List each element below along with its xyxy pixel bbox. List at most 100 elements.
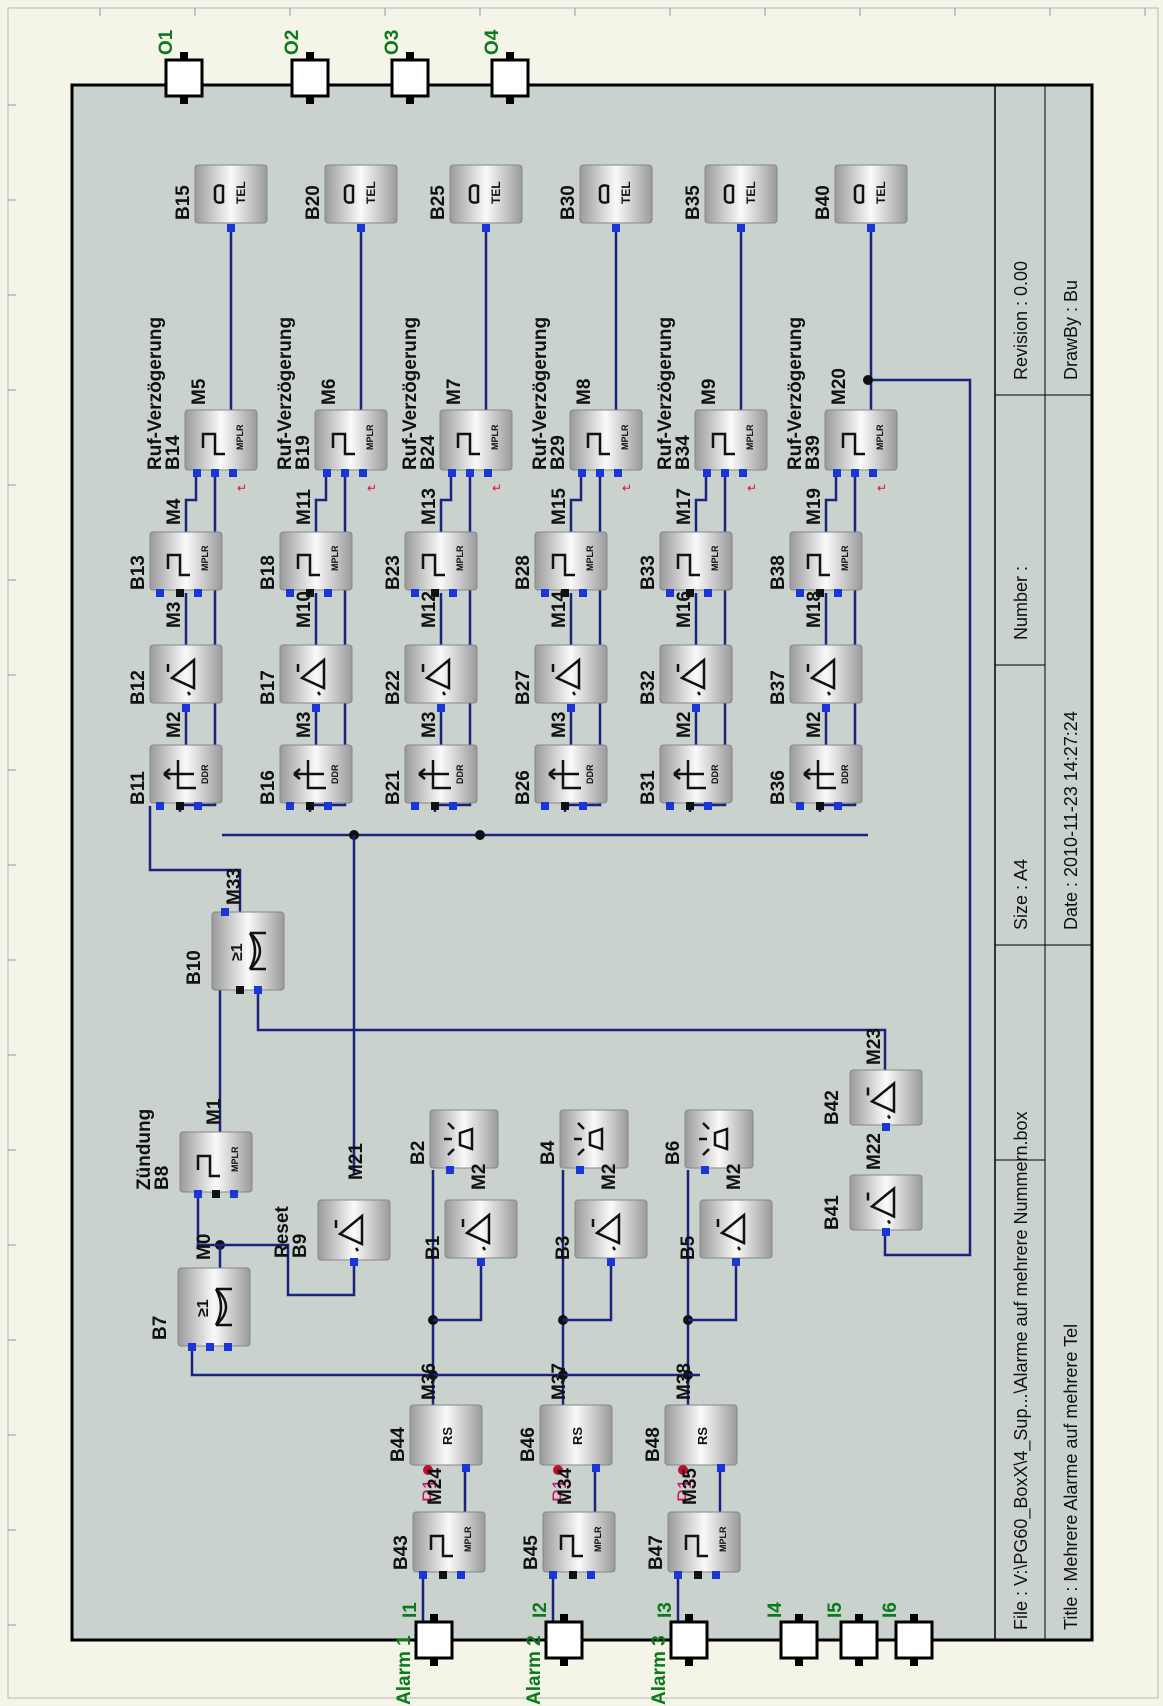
- output-o4[interactable]: [490, 52, 530, 104]
- tel-block-b20[interactable]: TEL: [324, 164, 398, 224]
- pin: [561, 589, 569, 597]
- rs-block-b44[interactable]: RS: [409, 1404, 483, 1466]
- not-block-b12[interactable]: [149, 644, 223, 704]
- mplr-block-b23[interactable]: MPLR: [404, 531, 478, 591]
- tel-block-b15[interactable]: TEL: [194, 164, 268, 224]
- pin: [212, 1190, 220, 1198]
- or-block-b10[interactable]: ≥1: [211, 911, 285, 991]
- rs-text: RS: [695, 1427, 710, 1445]
- mplr-block-b33[interactable]: MPLR: [659, 531, 733, 591]
- input-mplr-b47[interactable]: MPLR: [667, 1511, 741, 1573]
- block-id: B18: [258, 555, 279, 590]
- block-id: B15: [173, 185, 194, 220]
- not-block-b1[interactable]: [444, 1199, 518, 1259]
- not-block-b27[interactable]: [534, 644, 608, 704]
- input-label: I5: [825, 1602, 846, 1618]
- svg-text:↵: ↵: [622, 481, 632, 495]
- not-block-b5[interactable]: [699, 1199, 773, 1259]
- lamp-block-b6[interactable]: [684, 1109, 754, 1169]
- rs-block-b46[interactable]: RS: [539, 1404, 613, 1466]
- tel-block-b35[interactable]: TEL: [704, 164, 778, 224]
- not-block-b41[interactable]: [849, 1174, 923, 1231]
- lamp-icon: [444, 1122, 474, 1156]
- mplr-block-b28[interactable]: MPLR: [534, 531, 608, 591]
- tel-block-b40[interactable]: TEL: [834, 164, 908, 224]
- pulse-icon: [806, 553, 830, 577]
- file-field: File : V:\PG60_BoxX\4_Sup...\Alarme auf …: [1011, 1111, 1032, 1630]
- ruler-ticks: [8, 8, 1146, 1626]
- delay-block-b14[interactable]: MPLR: [184, 409, 258, 471]
- pin: [674, 1571, 682, 1579]
- input-i1[interactable]: [414, 1614, 454, 1666]
- pin: [614, 469, 622, 477]
- mplr-text: MPLR: [718, 1526, 728, 1552]
- pin: [541, 589, 549, 597]
- pin: [477, 1258, 485, 1266]
- not-block-b37[interactable]: [789, 644, 863, 704]
- lamp-block-b2[interactable]: [429, 1109, 499, 1169]
- ddr-block-b36[interactable]: DDR: [789, 744, 863, 804]
- delay-block-b39[interactable]: MPLR: [824, 409, 898, 471]
- mplr-block-b13[interactable]: MPLR: [149, 531, 223, 591]
- zuendung-block-b8[interactable]: MPLR: [179, 1131, 253, 1193]
- pin: [578, 469, 586, 477]
- marker-label: M16: [674, 591, 695, 628]
- ddr-block-b11[interactable]: DDR: [149, 744, 223, 804]
- block-id: B3: [553, 1236, 574, 1260]
- ddr-block-b21[interactable]: DDR: [404, 744, 478, 804]
- input-i2[interactable]: [544, 1614, 584, 1666]
- ddr-text: DDR: [585, 764, 595, 784]
- ddr-block-b16[interactable]: DDR: [279, 744, 353, 804]
- mplr-text: MPLR: [230, 1146, 240, 1172]
- size-field: Size : A4: [1011, 859, 1031, 930]
- block-id: B19: [293, 435, 314, 470]
- output-label: O1: [156, 29, 177, 55]
- delay-block-b34[interactable]: MPLR: [694, 409, 768, 471]
- mplr-text: MPLR: [200, 545, 210, 571]
- reset-label: Reset: [272, 1206, 293, 1258]
- not-block-b32[interactable]: [659, 644, 733, 704]
- delay-block-b29[interactable]: MPLR: [569, 409, 643, 471]
- pin: [822, 704, 830, 712]
- tel-block-b25[interactable]: TEL: [449, 164, 523, 224]
- block-id: B29: [548, 435, 569, 470]
- input-i3[interactable]: [669, 1614, 709, 1666]
- input-mplr-b43[interactable]: MPLR: [412, 1511, 486, 1573]
- pin: [254, 986, 262, 994]
- mplr-block-b38[interactable]: MPLR: [789, 531, 863, 591]
- pin: [694, 1571, 702, 1579]
- pin: [341, 469, 349, 477]
- junction-dot: [863, 375, 873, 385]
- not-block-b42[interactable]: [849, 1069, 923, 1126]
- tel-block-b30[interactable]: TEL: [579, 164, 653, 224]
- input-i5[interactable]: [839, 1614, 879, 1666]
- not-block-b17[interactable]: [279, 644, 353, 704]
- delay-block-b19[interactable]: MPLR: [314, 409, 388, 471]
- output-o2[interactable]: [290, 52, 330, 104]
- ddr-block-b26[interactable]: DDR: [534, 744, 608, 804]
- zuendung-label: Zündung: [134, 1109, 155, 1190]
- pin: [176, 802, 184, 810]
- output-o1[interactable]: [164, 52, 204, 104]
- lamp-block-b4[interactable]: [559, 1109, 629, 1169]
- input-i6[interactable]: [894, 1614, 934, 1666]
- pin: [286, 802, 294, 810]
- output-o3[interactable]: [390, 52, 430, 104]
- junction-dot: [475, 830, 485, 840]
- or-block-b7[interactable]: ≥1: [177, 1267, 251, 1347]
- ddr-block-b31[interactable]: DDR: [659, 744, 733, 804]
- pin: [834, 802, 842, 810]
- not-block-b3[interactable]: [574, 1199, 648, 1259]
- pin: [182, 704, 190, 712]
- input-i4[interactable]: [779, 1614, 819, 1666]
- reset-block-b9[interactable]: [317, 1199, 391, 1261]
- input-label: I3: [655, 1602, 676, 1618]
- mplr-block-b18[interactable]: MPLR: [279, 531, 353, 591]
- pulse-icon: [421, 553, 445, 577]
- rs-block-b48[interactable]: RS: [664, 1404, 738, 1466]
- mplr-text: MPLR: [585, 545, 595, 571]
- mplr-text: MPLR: [490, 424, 500, 450]
- input-mplr-b45[interactable]: MPLR: [542, 1511, 616, 1573]
- delay-block-b24[interactable]: MPLR: [439, 409, 513, 471]
- not-block-b22[interactable]: [404, 644, 478, 704]
